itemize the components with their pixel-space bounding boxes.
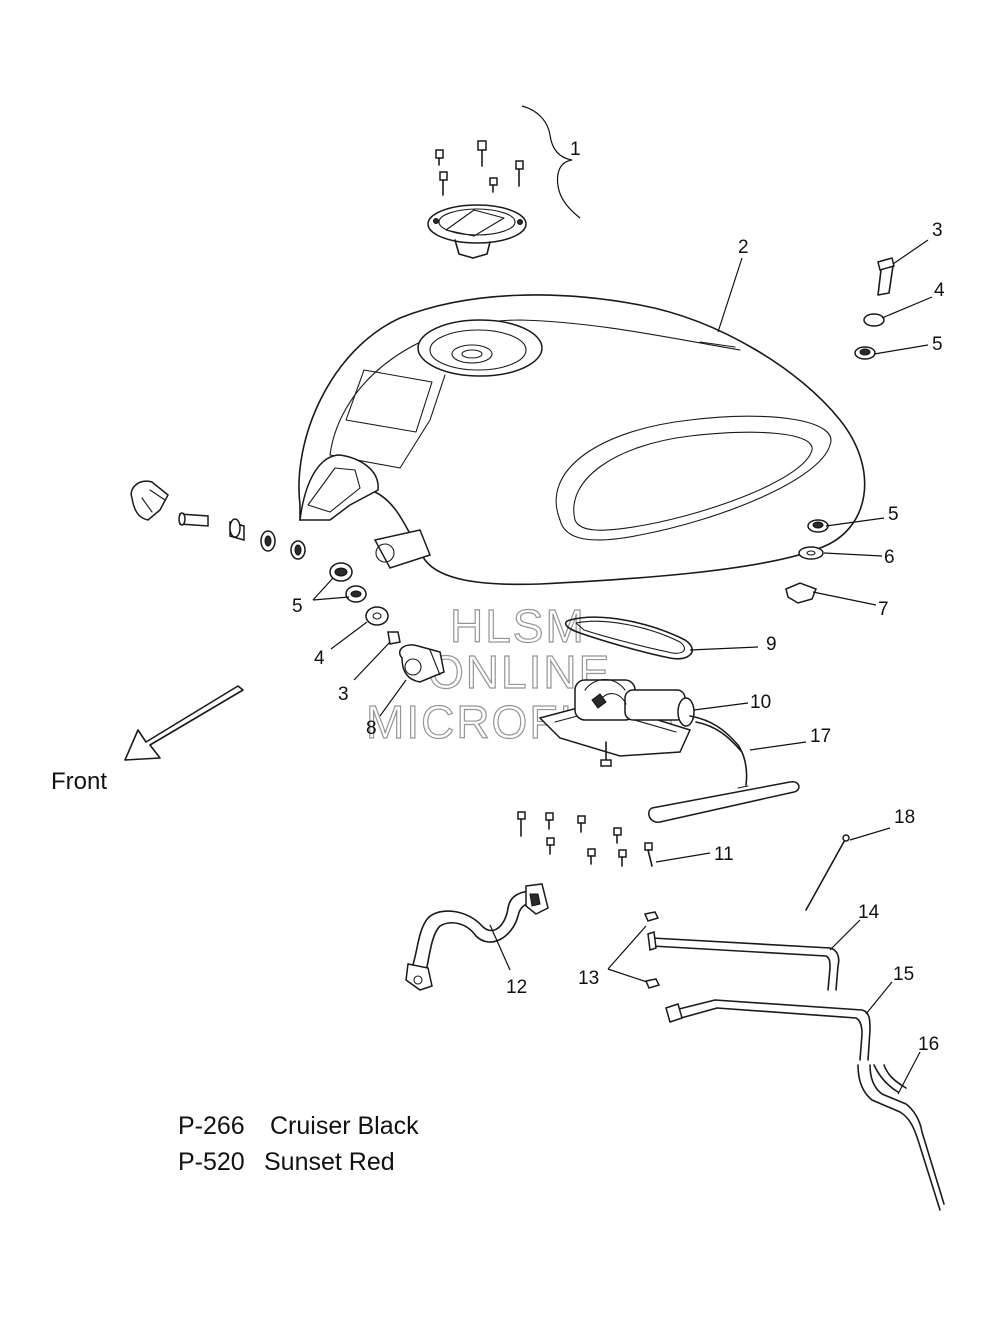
watermark-line-1: HLSM — [450, 600, 586, 652]
color-code-row: P-266 Cruiser Black — [178, 1112, 419, 1141]
callout-9: 9 — [766, 634, 777, 655]
callout-17: 17 — [810, 726, 831, 747]
vent-lines — [643, 911, 871, 1061]
drain-line — [857, 1064, 945, 1211]
fuel-cap-assembly — [427, 140, 527, 259]
front-label: Front — [51, 768, 108, 795]
rod — [805, 834, 850, 911]
callout-12: 12 — [506, 977, 527, 998]
callout-5-front: 5 — [292, 596, 303, 617]
callout-14: 14 — [858, 902, 880, 923]
color-code: P-520 — [178, 1148, 245, 1176]
leader-lines — [312, 105, 933, 1095]
callout-11: 11 — [714, 844, 734, 865]
front-arrow-icon — [124, 685, 244, 761]
callout-1: 1 — [570, 139, 581, 160]
side-mount-hardware — [785, 519, 829, 604]
callout-4-upper: 4 — [934, 280, 945, 301]
callout-4-front: 4 — [314, 648, 325, 669]
callout-16: 16 — [918, 1034, 939, 1055]
color-code-row: P-520 Sunset Red — [178, 1148, 395, 1177]
color-code: P-266 — [178, 1112, 245, 1140]
callout-18: 18 — [894, 807, 915, 828]
fuel-tank — [298, 294, 866, 586]
callout-10: 10 — [750, 692, 771, 713]
level-sender — [648, 781, 800, 823]
callout-3-upper: 3 — [932, 220, 943, 241]
callouts: 1 2 3 4 5 5 6 7 9 10 17 5 4 3 8 18 11 14… — [292, 139, 945, 1055]
callout-2: 2 — [738, 237, 749, 258]
fuel-pump — [538, 678, 748, 786]
callout-5-upper: 5 — [932, 334, 943, 355]
fuel-hose — [405, 883, 549, 991]
rear-mount-hardware — [854, 257, 895, 360]
callout-6: 6 — [884, 547, 895, 568]
screw-set — [517, 811, 653, 867]
callout-5-side: 5 — [888, 504, 899, 525]
color-name: Sunset Red — [264, 1148, 395, 1176]
callout-8: 8 — [366, 718, 377, 739]
front-mount-hardware — [130, 480, 445, 683]
callout-13: 13 — [578, 968, 599, 989]
gasket — [564, 616, 693, 660]
callout-3-front: 3 — [338, 684, 349, 705]
callout-15: 15 — [893, 964, 914, 985]
color-name: Cruiser Black — [270, 1112, 419, 1140]
callout-7: 7 — [878, 599, 889, 620]
